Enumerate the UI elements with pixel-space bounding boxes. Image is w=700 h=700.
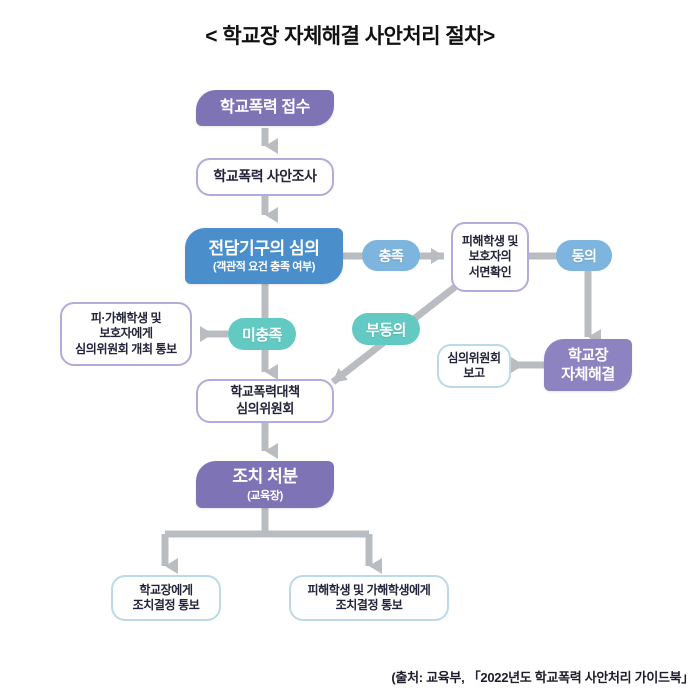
node-label-line-2: 조치결정 통보 — [132, 598, 200, 612]
node-dedicated-body-review[interactable]: 전담기구의 심의 (객관적 요건 충족 여부) — [185, 228, 343, 284]
node-notify-committee-opening[interactable]: 피·가해학생 및 보호자에게 심의위원회 개최 통보 — [60, 302, 192, 366]
node-notify-students[interactable]: 피해학생 및 가해학생에게 조치결정 통보 — [289, 575, 449, 621]
node-label-line-2: 보고 — [463, 366, 485, 380]
edge-label-agree: 동의 — [556, 240, 612, 271]
node-school-violence-receipt[interactable]: 학교폭력 접수 — [196, 90, 334, 126]
edge-label-text: 미충족 — [242, 326, 282, 344]
node-written-confirmation[interactable]: 피해학생 및 보호자의 서면확인 — [451, 222, 529, 292]
node-label: 학교폭력 사안조사 — [213, 168, 317, 185]
source-caption: (출처: 교육부, 「2022년도 학교폭력 사안처리 가이드북」 — [391, 670, 694, 685]
node-disposition[interactable]: 조치 처분 (교육장) — [196, 461, 334, 508]
node-label-line-2: 조치결정 통보 — [335, 598, 403, 612]
edge-label-text: 동의 — [571, 247, 597, 264]
node-label-line-2: 보호자에게 — [99, 326, 153, 341]
edge-label-text: 충족 — [378, 247, 404, 264]
node-label-line-1: 학교장 — [567, 346, 609, 364]
node-label: 전담기구의 심의 — [208, 238, 320, 258]
node-label-line-1: 피해학생 및 가해학생에게 — [307, 582, 431, 597]
node-label: 학교폭력 접수 — [220, 98, 310, 116]
edge-label-not-satisfied: 미충족 — [228, 318, 296, 350]
node-label-line-2: 보호자의 — [468, 249, 512, 264]
node-label-line-2: 자체해결 — [561, 366, 615, 383]
node-sublabel: (교육장) — [247, 489, 283, 502]
node-label-line-1: 피해학생 및 — [461, 233, 519, 248]
edge-label-text: 부동의 — [366, 321, 406, 339]
node-label-line-1: 학교폭력대책 — [230, 384, 300, 400]
node-label-line-1: 피·가해학생 및 — [90, 310, 162, 325]
node-label: 조치 처분 — [232, 467, 298, 487]
node-deliberation-committee[interactable]: 학교폭력대책 심의위원회 — [196, 379, 334, 423]
node-label-line-3: 심의위원회 개최 통보 — [75, 341, 177, 356]
node-sublabel: (객관적 요건 충족 여부) — [213, 261, 315, 274]
node-principal-self-resolution[interactable]: 학교장 자체해결 — [544, 339, 632, 391]
page-title: < 학교장 자체해결 사안처리 절차> — [205, 25, 495, 48]
node-case-investigation[interactable]: 학교폭력 사안조사 — [196, 158, 334, 196]
node-label-line-1: 학교장에게 — [139, 582, 193, 597]
edge-label-disagree: 부동의 — [352, 313, 420, 345]
node-notify-principal[interactable]: 학교장에게 조치결정 통보 — [111, 575, 221, 621]
node-label-line-2: 심의위원회 — [236, 401, 294, 416]
edge-label-satisfied: 충족 — [362, 240, 420, 271]
node-report-to-committee[interactable]: 심의위원회 보고 — [437, 344, 511, 388]
node-label-line-1: 심의위원회 — [447, 350, 501, 365]
node-label-line-3: 서면확인 — [468, 264, 512, 279]
